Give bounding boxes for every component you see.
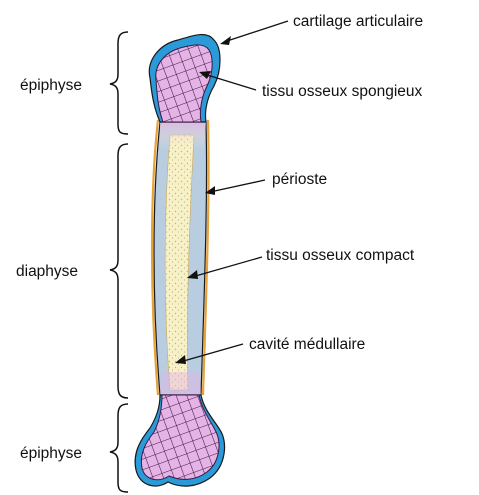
region-label-diaphyse: diaphyse (16, 263, 78, 280)
brace-diaphyse (110, 144, 128, 398)
bone (135, 35, 224, 487)
region-label-epiphyse-bottom: épiphyse (20, 445, 82, 462)
callout-label-cartilage-articulaire: cartilage articulaire (293, 13, 423, 30)
region-braces (110, 32, 128, 492)
region-label-epiphyse-top: épiphyse (20, 77, 82, 94)
arrow-cartilage-articulaire (224, 21, 288, 42)
callout-label-tissu-spongieux: tissu osseux spongieux (262, 83, 423, 100)
brace-epiphyse-top (110, 32, 128, 134)
callout-label-cavite-medullaire: cavité médullaire (249, 336, 365, 353)
brace-epiphyse-bottom (110, 404, 128, 492)
callout-label-perioste: périoste (272, 171, 327, 188)
spongy-bone-bottom (141, 395, 219, 480)
callout-label-tissu-compact: tissu osseux compact (266, 247, 415, 264)
arrow-perioste (210, 180, 265, 192)
